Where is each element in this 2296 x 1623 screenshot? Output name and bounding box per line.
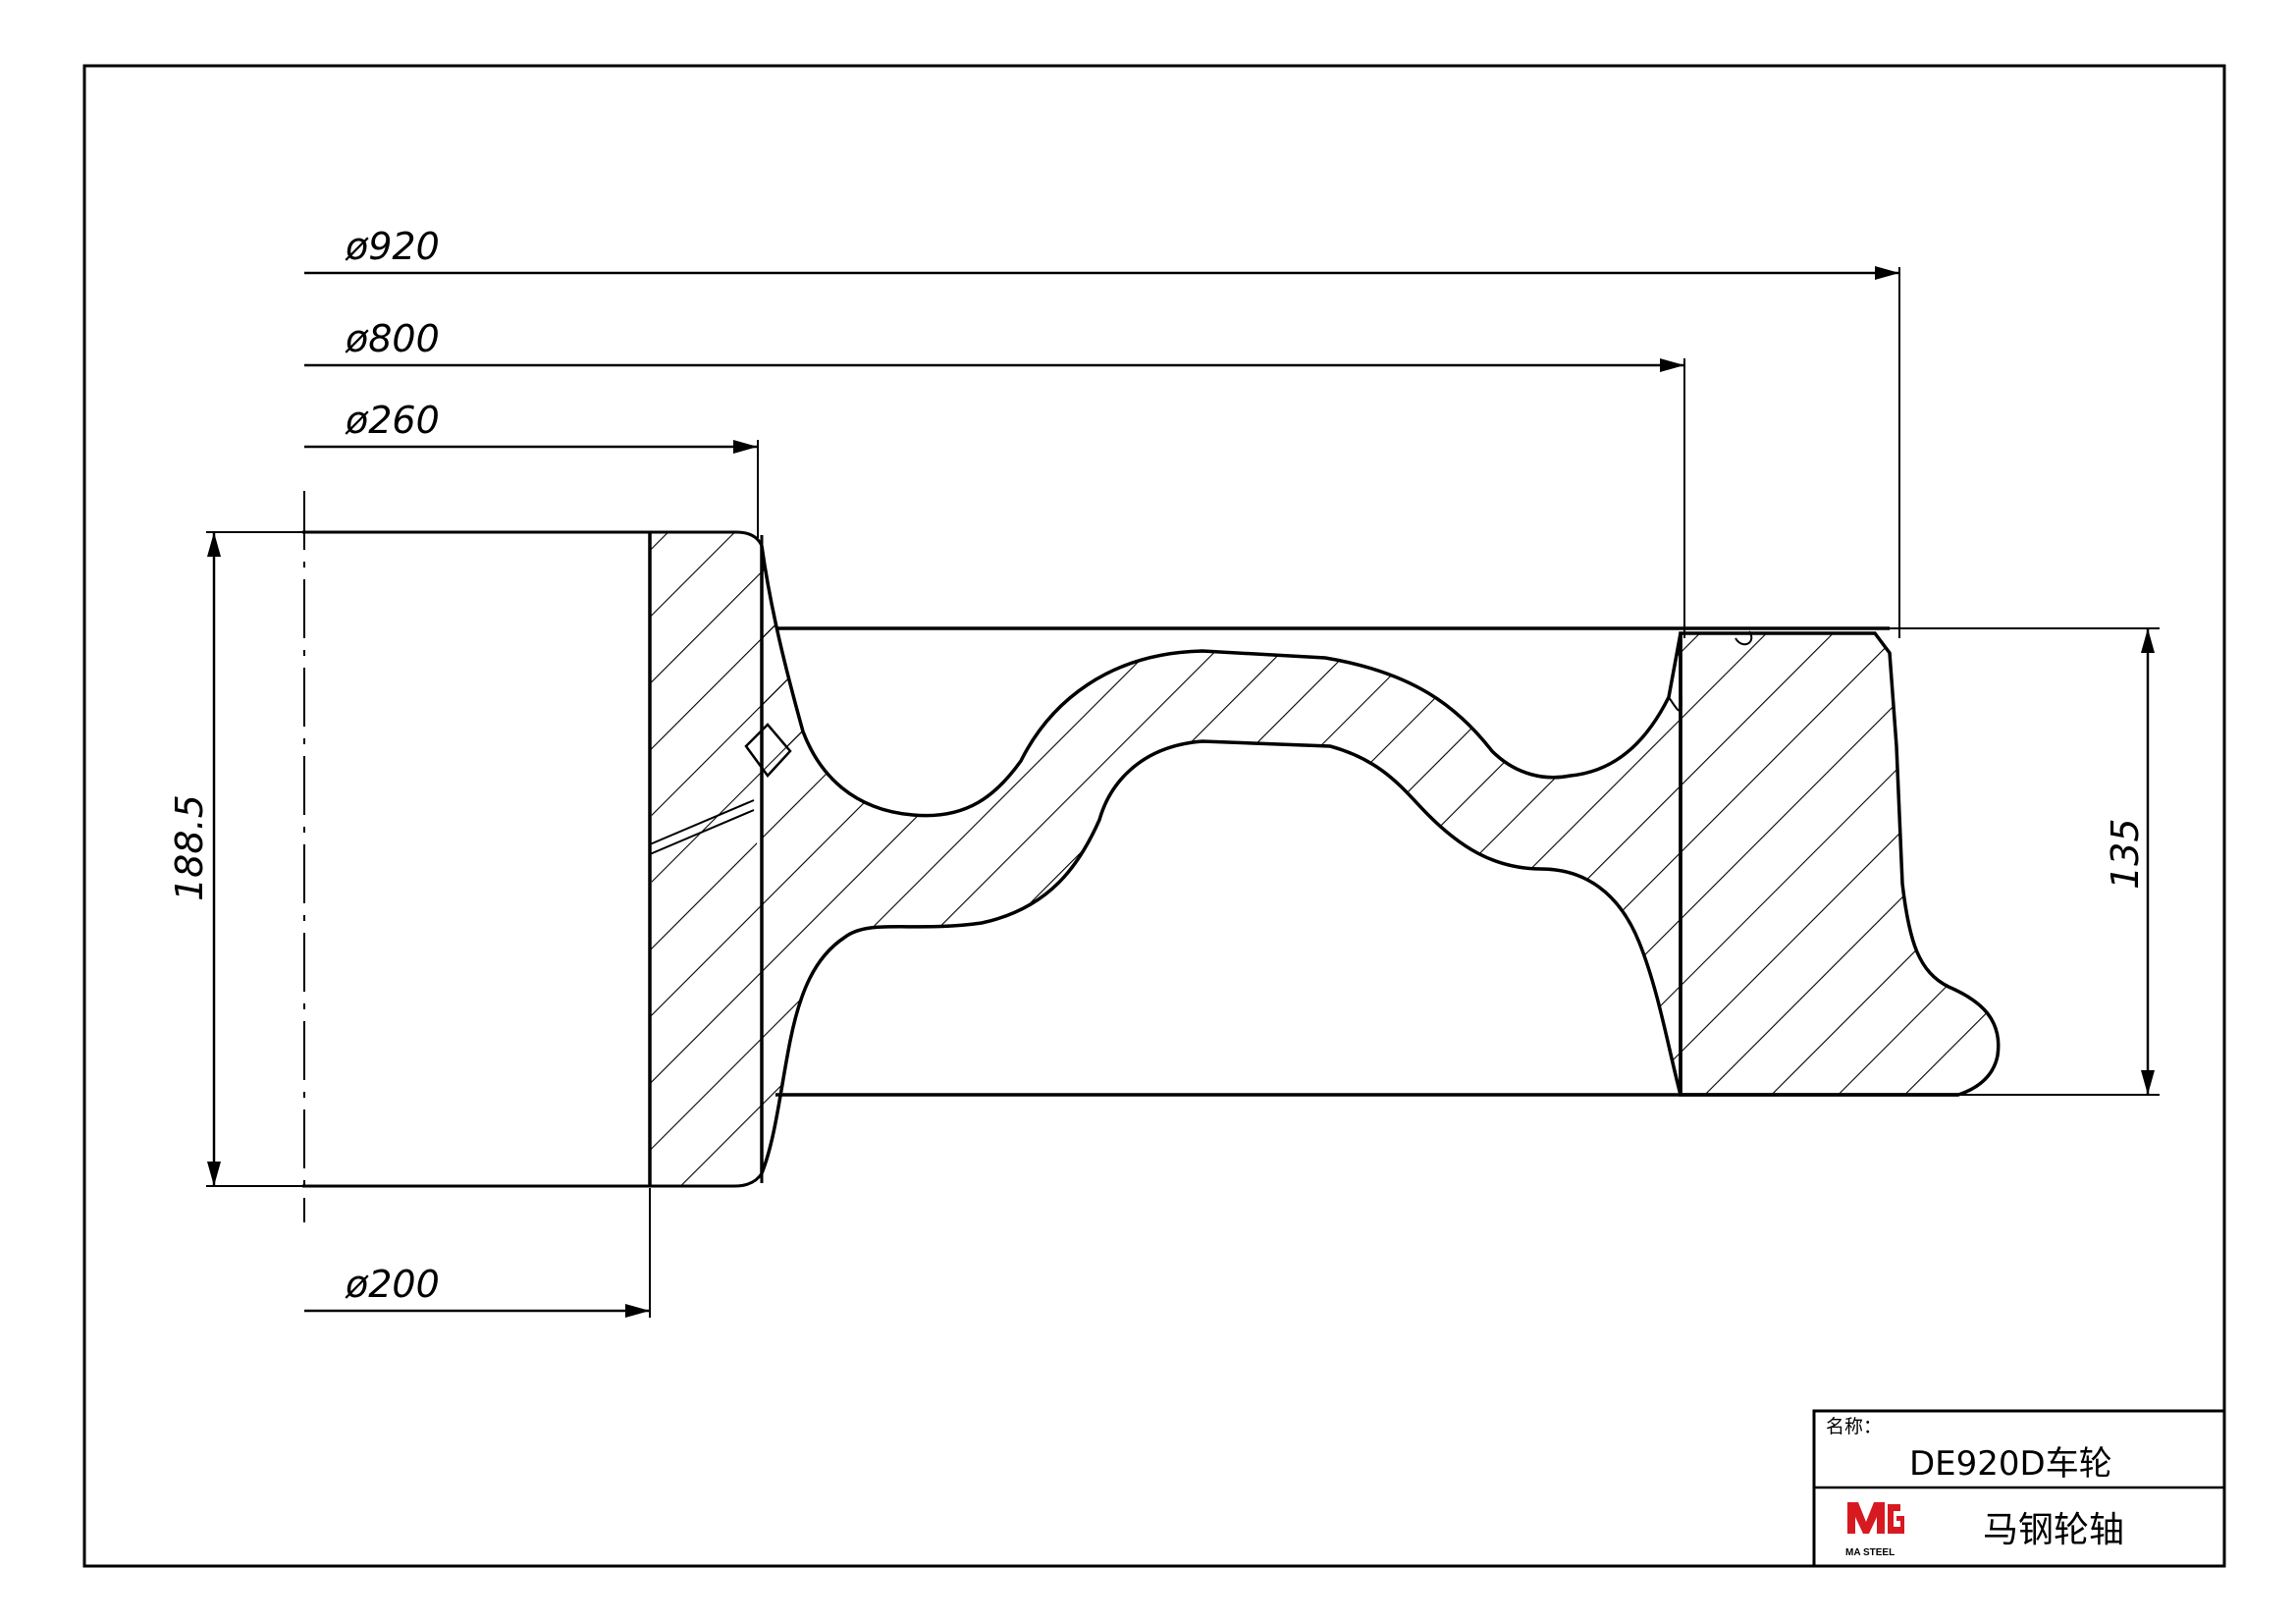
dim-diameter-920: ø920 bbox=[345, 225, 440, 268]
rim-section bbox=[1679, 630, 2001, 1097]
ma-steel-logo: MA STEEL bbox=[1845, 1502, 1904, 1558]
dim-diameter-200: ø200 bbox=[345, 1263, 440, 1306]
logo-text: MA STEEL bbox=[1845, 1547, 1895, 1558]
title-block-name-label: 名称： bbox=[1826, 1416, 1882, 1437]
title-block-part-name: DE920D车轮 bbox=[1909, 1444, 2112, 1484]
dimension-lines bbox=[206, 266, 2160, 1318]
title-block-company: 马钢轮轴 bbox=[1983, 1510, 2124, 1550]
drawing-frame bbox=[82, 64, 2226, 1568]
web-section bbox=[760, 545, 1682, 1174]
title-block bbox=[1812, 1409, 2226, 1568]
dim-diameter-260: ø260 bbox=[345, 399, 440, 442]
dim-height-188: 188.5 bbox=[168, 794, 211, 901]
dim-diameter-800: ø800 bbox=[345, 317, 440, 360]
dim-height-135: 135 bbox=[2104, 818, 2147, 890]
